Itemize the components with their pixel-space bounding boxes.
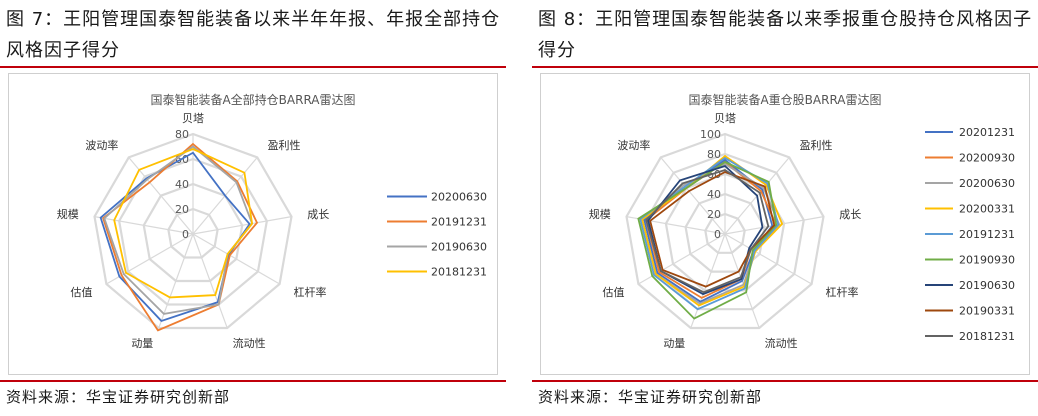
axis-label: 成长 — [839, 208, 861, 221]
grid-ring — [117, 157, 269, 306]
tick-label: 80 — [175, 128, 189, 141]
grid-ring — [142, 182, 244, 283]
axis-label: 流动性 — [233, 336, 266, 350]
figure-8-source: 资料来源：华宝证券研究创新部 — [538, 388, 763, 406]
legend-label: 20181231 — [431, 266, 487, 279]
series-line — [103, 145, 254, 315]
axis-label: 规模 — [57, 207, 79, 221]
legend-label: 20190331 — [959, 305, 1015, 318]
series-line — [113, 148, 254, 299]
tick-label: 0 — [714, 228, 721, 241]
series-line — [102, 142, 259, 332]
legend-label: 20200930 — [959, 152, 1015, 165]
series-line — [649, 171, 776, 288]
axis-label: 动量 — [131, 337, 153, 350]
axis-label: 盈利性 — [268, 138, 301, 152]
series-line — [645, 169, 770, 294]
axis-label: 波动率 — [85, 138, 118, 152]
legend-label: 20200331 — [959, 203, 1015, 216]
legend-label: 20200630 — [431, 191, 487, 204]
axis-label: 贝塔 — [182, 112, 204, 125]
grid-ring — [684, 192, 766, 273]
series-line — [641, 154, 784, 307]
tick-label: 0 — [182, 228, 189, 241]
tick-label: 40 — [175, 178, 189, 191]
axis-label: 波动率 — [617, 138, 650, 152]
axis-label: 贝塔 — [714, 112, 736, 125]
axis-label: 规模 — [589, 207, 611, 221]
axis-spoke — [724, 233, 812, 285]
bottom-red-rule — [532, 380, 1038, 382]
axis-label: 杠杆率 — [293, 285, 326, 299]
figure-7-title: 图 7：王阳管理国泰智能装备以来半年年报、年报全部持仓风格因子得分 — [6, 9, 501, 61]
tick-label: 80 — [707, 148, 721, 161]
tick-label: 20 — [175, 203, 189, 216]
tick-label: 100 — [700, 128, 721, 141]
right-figure-panel: 图 8：王阳管理国泰智能装备以来季报重仓股持仓风格因子得分 国泰智能装备A重仓股… — [532, 0, 1038, 416]
legend-label: 20181231 — [959, 330, 1015, 343]
axis-label: 流动性 — [765, 336, 798, 350]
chart-title: 国泰智能装备A重仓股BARRA雷达图 — [688, 92, 881, 107]
series-line — [99, 151, 251, 322]
series-line — [647, 164, 764, 296]
legend-label: 20201231 — [959, 126, 1015, 139]
grid-ring — [167, 207, 219, 259]
chart-title: 国泰智能装备A全部持仓BARRA雷达图 — [150, 92, 355, 107]
axis-spoke — [192, 233, 280, 285]
axis-label: 动量 — [663, 337, 685, 350]
axis-label: 估值 — [603, 286, 625, 299]
legend-label: 20191231 — [959, 228, 1015, 241]
tick-label: 40 — [707, 188, 721, 201]
figure-8-title: 图 8：王阳管理国泰智能装备以来季报重仓股持仓风格因子得分 — [538, 9, 1033, 61]
axis-spoke — [158, 233, 194, 329]
grid-ring — [625, 132, 825, 330]
axis-spoke — [94, 216, 194, 235]
axis-label: 估值 — [71, 286, 93, 299]
legend-label: 20200630 — [959, 177, 1015, 190]
series-line — [645, 160, 778, 299]
legend-label: 20190630 — [959, 279, 1015, 292]
legend-label: 20191231 — [431, 216, 487, 229]
left-figure-panel: 图 7：王阳管理国泰智能装备以来半年年报、年报全部持仓风格因子得分 国泰智能装备… — [0, 0, 510, 416]
legend-label: 20190630 — [431, 241, 487, 254]
axis-spoke — [192, 216, 292, 235]
axis-spoke — [192, 233, 228, 329]
legend-label: 20190930 — [959, 254, 1015, 267]
grid-ring — [704, 212, 746, 254]
top-red-rule — [532, 66, 1038, 68]
bottom-red-rule — [0, 380, 506, 382]
radar-chart-1: 国泰智能装备A全部持仓BARRA雷达图020406080贝塔盈利性成长杠杆率流动… — [57, 92, 487, 350]
tick-label: 20 — [707, 208, 721, 221]
radar-chart-2: 国泰智能装备A重仓股BARRA雷达图020406080100贝塔盈利性成长杠杆率… — [589, 92, 1015, 350]
axis-spoke — [660, 157, 726, 235]
figure-7-source: 资料来源：华宝证券研究创新部 — [6, 388, 231, 406]
axis-label: 杠杆率 — [825, 285, 858, 299]
axis-spoke — [690, 233, 726, 329]
top-red-rule — [0, 66, 506, 68]
axis-label: 盈利性 — [800, 138, 833, 152]
axis-label: 成长 — [307, 208, 329, 221]
grid-ring — [645, 152, 805, 311]
grid-ring — [93, 132, 293, 330]
